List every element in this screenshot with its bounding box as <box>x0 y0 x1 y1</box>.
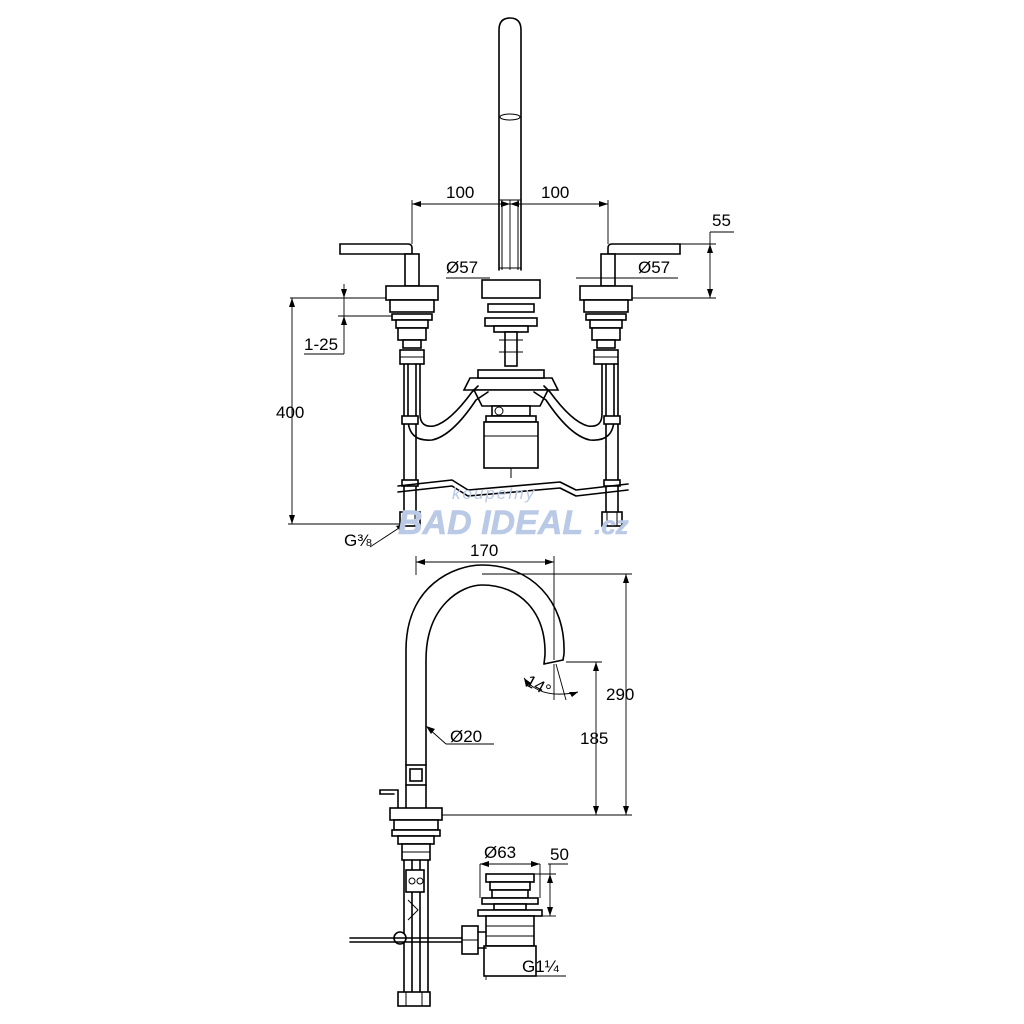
break-lines <box>397 479 629 497</box>
spout-base-front <box>481 279 541 367</box>
dim-hose-length-label: 400 <box>276 403 304 422</box>
dim-vertical-left: 1-25 400 <box>276 284 400 525</box>
thread-waste-label: G1¼ <box>522 957 560 976</box>
dim-deck-thickness-label: 1-25 <box>304 335 338 354</box>
dim-handle-height-label: 55 <box>712 211 731 230</box>
side-hoses <box>349 859 471 1007</box>
dim-outlet-height: 185 <box>566 661 608 815</box>
dim-waste-dia-label: Ø63 <box>484 843 516 862</box>
left-handle <box>339 243 439 365</box>
front-view: 100 100 55 Ø57 Ø57 1-25 <box>276 17 734 550</box>
dim-spout-reach-label: 170 <box>470 541 498 560</box>
dim-handle-height: 55 <box>632 211 734 299</box>
dim-spout-height-label: 290 <box>606 685 634 704</box>
spout-tube-front <box>498 17 522 271</box>
dim-spout-tube-label: Ø20 <box>450 727 482 746</box>
right-handle <box>579 243 681 365</box>
dim-dia-right-label: Ø57 <box>638 258 670 277</box>
watermark: koupelny BAD IDEAL .cz <box>398 484 629 542</box>
dim-outlet-angle-label: 14° <box>522 671 554 700</box>
watermark-small-text: koupelny <box>452 484 536 503</box>
dim-diameters: Ø57 Ø57 <box>446 258 678 279</box>
mixer-body-front <box>462 369 560 478</box>
dim-spacing-right-label: 100 <box>541 183 569 202</box>
dim-waste-height-label: 50 <box>550 845 569 864</box>
gooseneck-spout <box>405 564 565 809</box>
dim-spout-tube: Ø20 <box>426 726 494 746</box>
dim-outlet-height-label: 185 <box>580 729 608 748</box>
dim-spacing: 100 100 <box>411 183 609 270</box>
side-view: 170 290 185 Ø20 <box>349 541 634 1007</box>
connecting-hoses <box>407 363 615 441</box>
side-base <box>379 789 443 861</box>
dim-spacing-left-label: 100 <box>446 183 474 202</box>
thread-hose-callout: G⅜ <box>344 524 404 550</box>
dim-waste: Ø63 50 G1¼ <box>479 843 569 980</box>
supply-hoses <box>399 363 623 527</box>
thread-hose-label: G⅜ <box>344 531 372 550</box>
dim-spout-reach: 170 <box>415 541 555 660</box>
waste-view: Ø63 50 G1¼ <box>461 843 569 980</box>
watermark-big-text: BAD IDEAL <box>398 504 583 542</box>
pop-up-waste <box>461 873 543 977</box>
dim-spout-height: 290 <box>442 573 634 816</box>
dim-outlet-angle: 14° <box>522 663 579 700</box>
watermark-suffix: .cz <box>594 510 629 540</box>
dim-dia-left-label: Ø57 <box>446 258 478 277</box>
